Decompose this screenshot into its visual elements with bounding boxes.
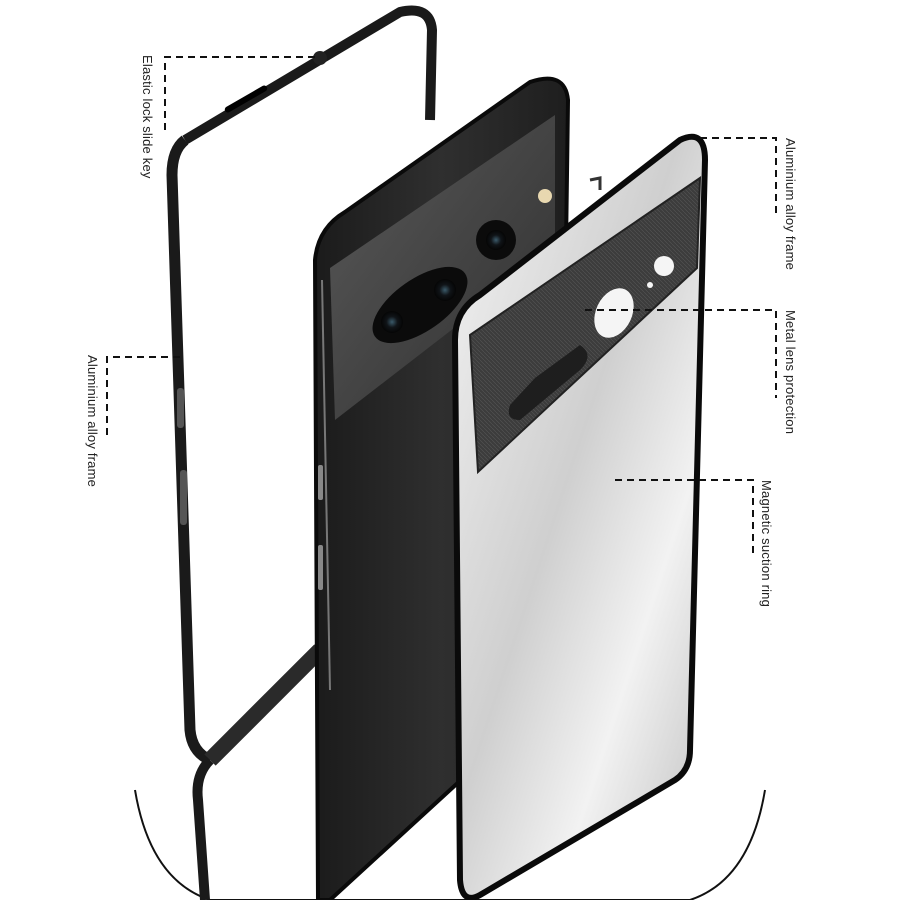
label-aluminium-frame-left: Aluminium alloy frame — [85, 355, 100, 488]
leader-frame-right — [700, 137, 777, 215]
lock-slide-key — [313, 51, 327, 65]
label-magnetic-suction-ring: Magnetic suction ring — [759, 480, 774, 608]
leader-lens-protection — [585, 309, 777, 398]
leader-magnetic-ring — [615, 479, 754, 555]
aluminium-bumper-frame — [166, 5, 437, 901]
label-metal-lens-protection: Metal lens protection — [783, 310, 798, 435]
label-aluminium-frame-right: Aluminium alloy frame — [783, 138, 798, 271]
clear-back-case — [451, 133, 709, 901]
leader-lines — [106, 56, 777, 555]
label-elastic-lock-slide-key: Elastic lock slide key — [140, 55, 155, 179]
leader-frame-left — [106, 356, 185, 435]
display-base — [134, 789, 766, 901]
leader-elastic-lock — [164, 56, 318, 130]
